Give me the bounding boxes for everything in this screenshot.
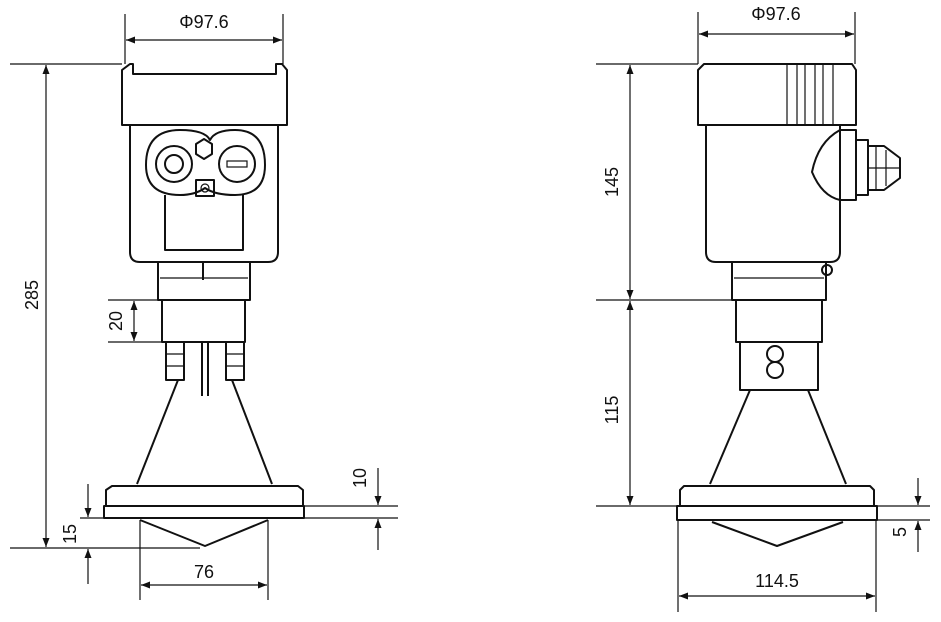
front-antenna-label: 76 xyxy=(194,562,214,582)
side-view: Φ97.6 145 115 5 114.5 xyxy=(596,4,930,612)
side-flange-dimension: 5 xyxy=(877,478,930,552)
side-housing xyxy=(697,63,901,301)
front-bottom-label: 15 xyxy=(60,524,80,544)
front-antenna-dimension: 76 xyxy=(139,520,269,600)
front-flange-label: 10 xyxy=(350,468,370,488)
side-housing-label: 145 xyxy=(602,167,622,197)
side-diameter-dimension: 114.5 xyxy=(677,520,877,612)
side-horn-dimension: 115 xyxy=(596,301,680,507)
front-width-dimension: Φ97.6 xyxy=(124,12,284,64)
side-flange-label: 5 xyxy=(890,527,910,537)
side-horn-label: 115 xyxy=(602,396,622,425)
side-neck-and-horn xyxy=(676,300,878,547)
side-diameter-label: 114.5 xyxy=(755,571,799,591)
front-housing xyxy=(121,63,288,301)
front-neck-label: 20 xyxy=(106,311,126,331)
side-housing-dimension: 145 xyxy=(596,63,736,301)
front-height-label: 285 xyxy=(22,280,42,310)
front-view: Φ97.6 285 20 10 15 xyxy=(10,12,398,600)
side-width-dimension: Φ97.6 xyxy=(697,4,856,64)
front-bottom-dimension: 15 xyxy=(60,484,104,584)
front-flange-dimension: 10 xyxy=(304,468,398,550)
front-height-dimension: 285 xyxy=(10,63,200,549)
front-neck-and-horn xyxy=(103,300,305,547)
front-width-label: Φ97.6 xyxy=(179,12,228,32)
side-width-label: Φ97.6 xyxy=(751,4,800,24)
front-neck-dimension: 20 xyxy=(106,299,162,343)
